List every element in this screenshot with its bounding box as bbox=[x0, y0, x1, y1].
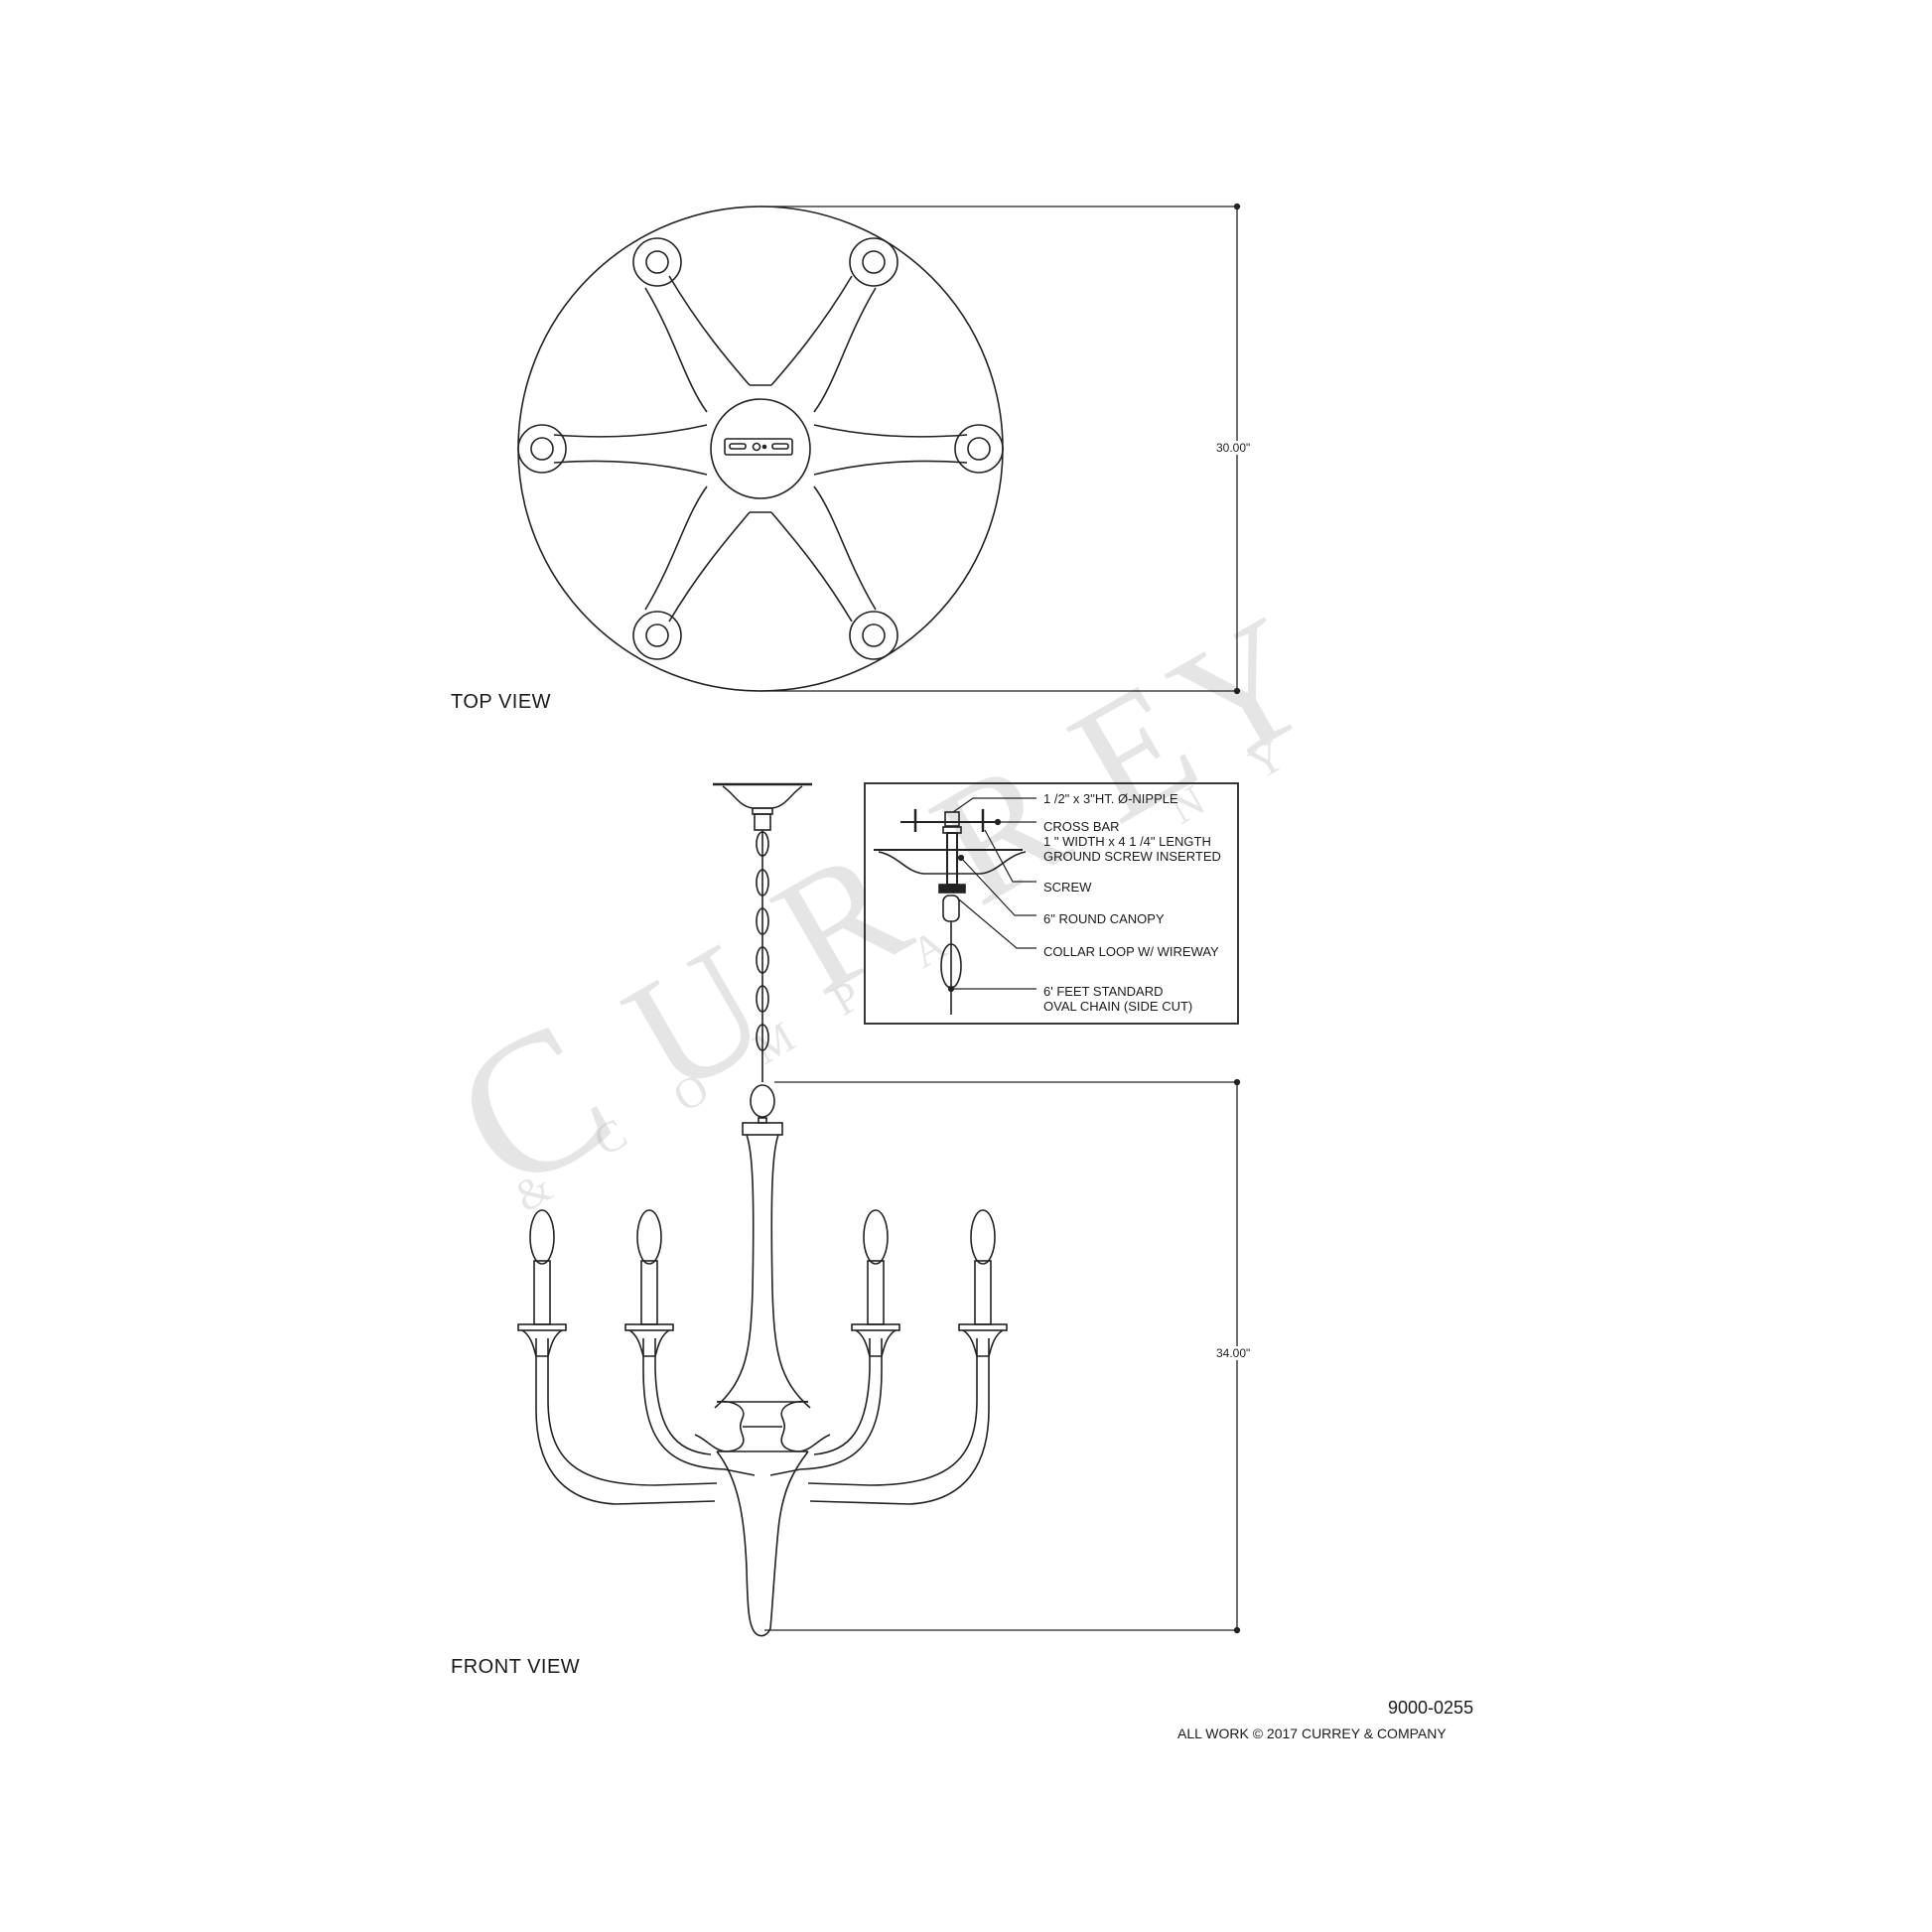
top-view-dimension-lines bbox=[760, 203, 1241, 695]
front-view-drawing bbox=[517, 782, 1241, 1637]
front-view-label: FRONT VIEW bbox=[451, 1656, 581, 1678]
front-view-dimension: 34.00" bbox=[1215, 1346, 1252, 1360]
callout-cross-bar: CROSS BAR 1 " WIDTH x 4 1 /4" LENGTH GRO… bbox=[1043, 819, 1221, 864]
mounting-detail-drawing bbox=[864, 782, 1239, 1025]
top-view-dimension: 30.00" bbox=[1215, 441, 1252, 455]
top-view-hub bbox=[710, 398, 811, 499]
top-view-drawing bbox=[517, 203, 1241, 695]
top-view-arms bbox=[553, 275, 968, 622]
front-view-dimension-lines bbox=[764, 1078, 1241, 1634]
copyright-notice: ALL WORK © 2017 CURREY & COMPANY bbox=[1177, 1725, 1447, 1741]
top-view-outline-circle bbox=[517, 206, 1004, 692]
top-view-label: TOP VIEW bbox=[451, 691, 552, 713]
callout-screw: SCREW bbox=[1043, 880, 1092, 895]
top-view-cups bbox=[517, 237, 1004, 660]
callout-chain: 6' FEET STANDARD OVAL CHAIN (SIDE CUT) bbox=[1043, 984, 1193, 1014]
front-view-chain bbox=[756, 830, 769, 1082]
front-view-arms bbox=[535, 1338, 990, 1505]
part-number: 9000-0255 bbox=[1388, 1698, 1474, 1718]
callout-canopy: 6" ROUND CANOPY bbox=[1043, 911, 1165, 926]
front-view-candles bbox=[517, 1209, 1008, 1357]
callout-collar-loop: COLLAR LOOP W/ WIREWAY bbox=[1043, 944, 1219, 959]
callout-nipple: 1 /2" x 3"HT. Ø-NIPPLE bbox=[1043, 791, 1178, 806]
